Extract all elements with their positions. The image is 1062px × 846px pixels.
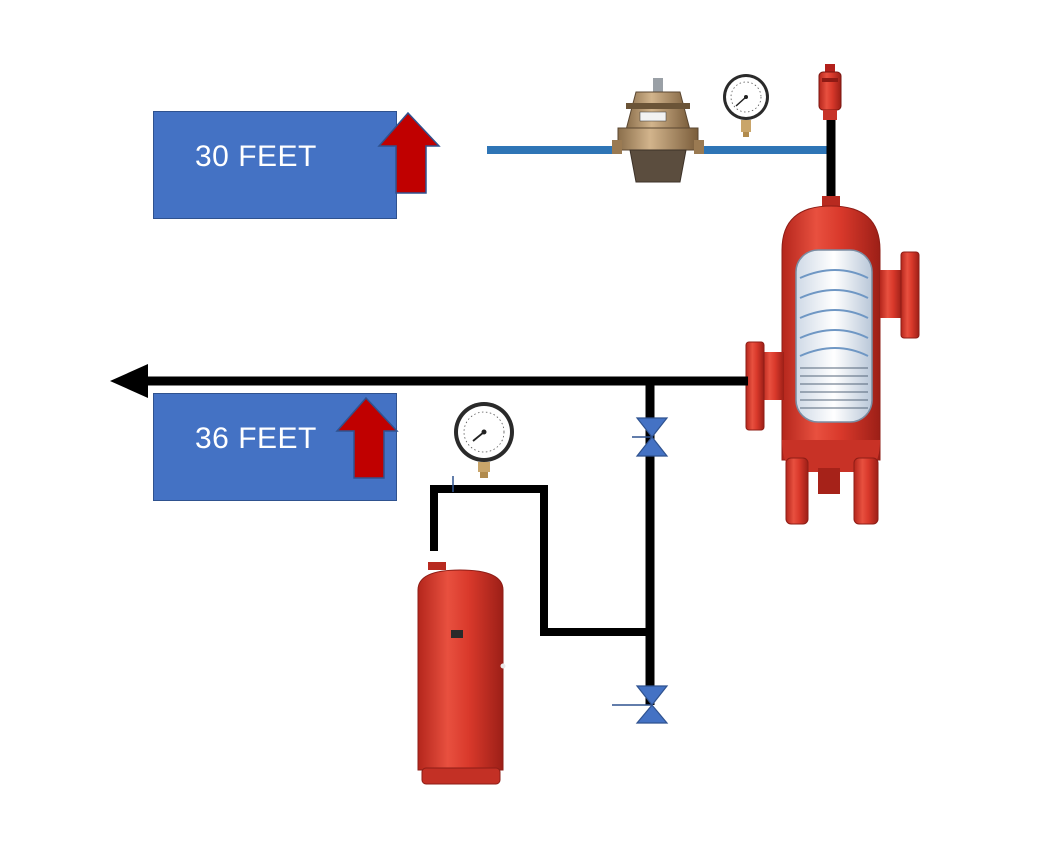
up-arrow-icon [335,396,399,479]
pressure-reducing-valve-icon [612,78,704,183]
level-box-30-feet [153,111,397,219]
pressure-gauge-icon [723,74,769,137]
level-label-30-feet: 30 FEET [195,140,317,173]
air-separator-icon [745,196,920,525]
level-label-36-feet: 36 FEET [195,422,317,455]
up-arrow-icon [377,111,441,194]
pressure-gauge-icon [454,402,514,478]
flow-arrow-icon [110,364,148,398]
gate-valve-icon [632,417,669,457]
gate-valve-icon [612,685,669,724]
expansion-tank-icon [417,562,506,785]
air-vent-icon [818,64,842,120]
expansion-tank-piping [430,476,650,636]
